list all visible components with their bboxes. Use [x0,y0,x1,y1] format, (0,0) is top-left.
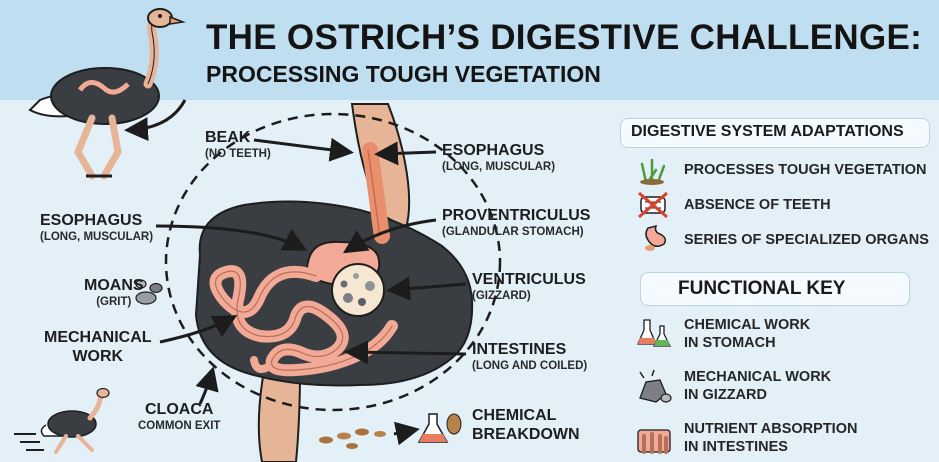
adaptations-heading-box [620,118,930,148]
pointer-arrows [155,137,467,446]
ostrich-pointer-arrow [124,99,187,142]
page-title: THE OSTRICH’S DIGESTIVE CHALLENGE: [206,18,923,57]
label-esophagus-left: ESOPHAGUS (LONG, MUSCULAR) [40,211,153,245]
grass-icon [640,158,666,185]
label-mechanical-line2: WORK [72,348,124,365]
label-moans-sub: (GRIT) [96,296,132,308]
label-esophagus-right-sub: (LONG, MUSCULAR) [442,161,556,173]
label-esophagus-right-main: ESOPHAGUS [442,142,545,159]
grit-key-icon [639,369,672,403]
grit-pebbles-icon [135,279,163,305]
label-beak-main: BEAK [205,129,251,146]
label-proventriculus: PROVENTRICULUS (GLANDULAR STOMACH) [442,206,590,240]
running-ostrich-icon [14,387,110,454]
stomach-icon [645,224,667,251]
functional-key-heading-box [640,272,910,306]
label-beak: BEAK (NO TEETH) [205,128,271,162]
label-cloaca: CLOACA COMMON EXIT [138,400,220,434]
adaptation-item-organs: SERIES OF SPECIALIZED ORGANS [684,232,929,248]
label-chemical-line2: BREAKDOWN [472,426,580,443]
waste-pellets-icon [319,428,386,449]
label-cloaca-main: CLOACA [144,401,214,418]
label-cloaca-sub: COMMON EXIT [138,420,221,432]
key-item-absorption: NUTRIENT ABSORPTION IN INTESTINES [684,420,857,456]
label-moans: MOANS (GRIT) [84,276,144,310]
no-teeth-icon [638,191,668,219]
label-ventriculus-sub: (GIZZARD) [472,290,531,302]
key-item-absorption-line1: NUTRIENT ABSORPTION [684,421,858,437]
ostrich-illustration [28,8,186,180]
label-mechanical-line1: MECHANICAL [44,329,152,346]
label-mechanical-work: MECHANICAL WORK [44,328,152,366]
adaptation-item-teeth: ABSENCE OF TEETH [684,197,831,213]
label-esophagus-left-sub: (LONG, MUSCULAR) [40,231,154,243]
key-item-chemical: CHEMICAL WORK IN STOMACH [684,316,810,352]
chemical-flask-icon [417,413,462,443]
adaptations-heading: DIGESTIVE SYSTEM ADAPTATIONS [631,123,904,140]
label-proventriculus-main: PROVENTRICULUS [442,207,591,224]
adaptation-item-vegetation: PROCESSES TOUGH VEGETATION [684,162,927,178]
functional-key-heading: FUNCTIONAL KEY [678,278,846,299]
page-subtitle: PROCESSING TOUGH VEGETATION [206,61,601,87]
label-ventriculus-main: VENTRICULUS [472,271,586,288]
label-intestines-main: INTESTINES [472,341,567,358]
label-intestines-sub: (LONG AND COILED) [472,360,588,372]
key-item-mechanical-line2: IN GIZZARD [684,387,767,403]
key-item-mechanical-line1: MECHANICAL WORK [684,369,832,385]
label-ventriculus: VENTRICULUS (GIZZARD) [472,270,586,304]
key-item-chemical-line1: CHEMICAL WORK [684,317,811,333]
label-intestines: INTESTINES (LONG AND COILED) [472,340,587,374]
ostrich-body-cutaway [164,103,502,462]
villi-icon [637,429,671,454]
label-chemical-line1: CHEMICAL [472,407,557,424]
key-item-chemical-line2: IN STOMACH [684,335,776,351]
label-esophagus-right: ESOPHAGUS (LONG, MUSCULAR) [442,141,555,175]
key-item-mechanical: MECHANICAL WORK IN GIZZARD [684,368,831,404]
key-item-absorption-line2: IN INTESTINES [684,439,788,455]
label-moans-main: MOANS [84,277,144,294]
flask-key-icon [637,319,672,347]
label-esophagus-left-main: ESOPHAGUS [40,212,143,229]
label-chemical-breakdown: CHEMICAL BREAKDOWN [472,406,580,444]
label-proventriculus-sub: (GLANDULAR STOMACH) [442,226,584,238]
label-beak-sub: (NO TEETH) [205,148,271,160]
